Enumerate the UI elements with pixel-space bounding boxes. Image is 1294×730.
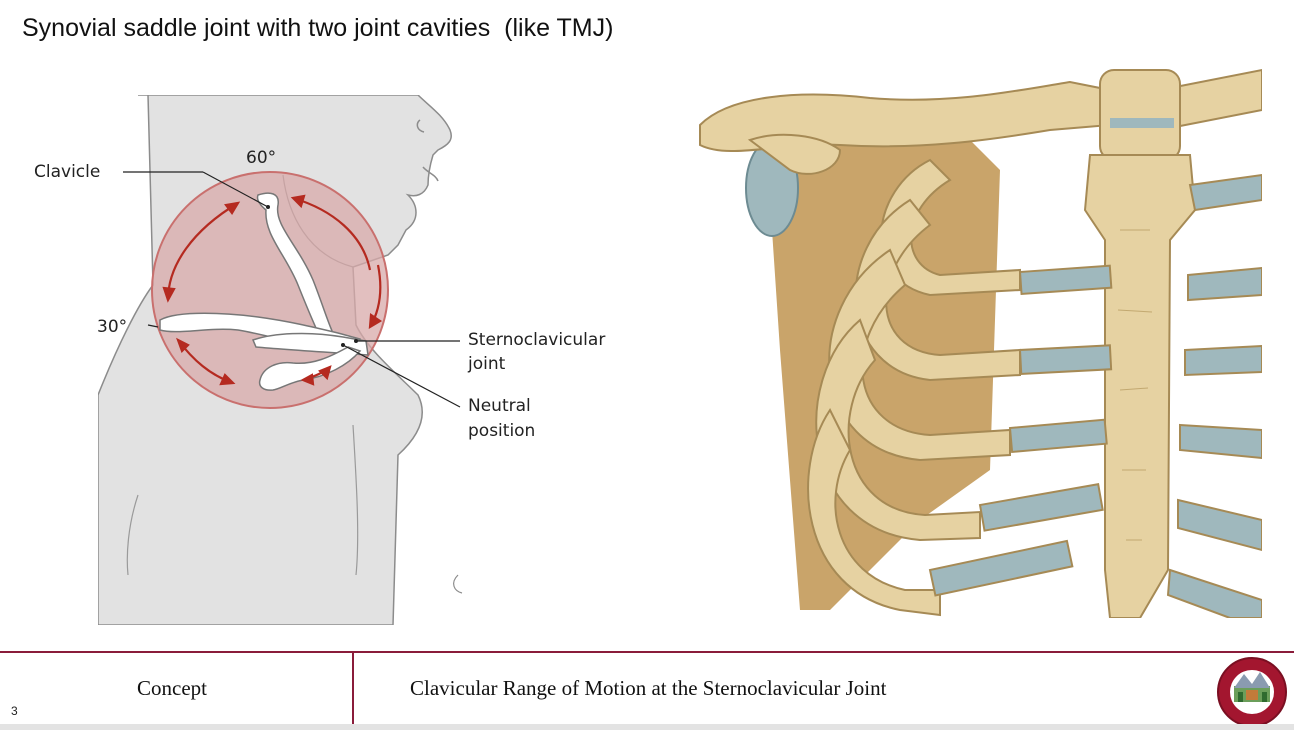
clavicle-neutral (251, 332, 369, 356)
slide-title: Synovial saddle joint with two joint cav… (22, 14, 614, 42)
university-logo-icon (1217, 657, 1287, 727)
ribs-left (807, 158, 1113, 617)
clavicle-range-of-motion-figure (98, 95, 463, 625)
thorax-anatomy-illustration (690, 50, 1262, 618)
footer-concept: Concept (137, 676, 207, 700)
neutral-label-1: Neutral (468, 396, 531, 416)
ribs-right (1166, 173, 1262, 618)
footer-divider-line (0, 651, 1294, 653)
motion-arrows (162, 194, 383, 386)
neutral-label-2: position (468, 421, 536, 441)
page-number: 3 (11, 704, 18, 718)
angle-30-label: 30° (97, 317, 128, 337)
clavicle-label: Clavicle (34, 162, 101, 182)
footer-topic: Clavicular Range of Motion at the Sterno… (410, 676, 887, 700)
sc-joint-label-1: Sternoclavicular (468, 330, 606, 350)
sc-joint-label-2: joint (468, 354, 506, 374)
footer-vertical-divider (352, 653, 354, 725)
clavicle-depressed (258, 346, 362, 391)
angle-60-label: 60° (246, 148, 277, 168)
bottom-bar (0, 724, 1294, 730)
